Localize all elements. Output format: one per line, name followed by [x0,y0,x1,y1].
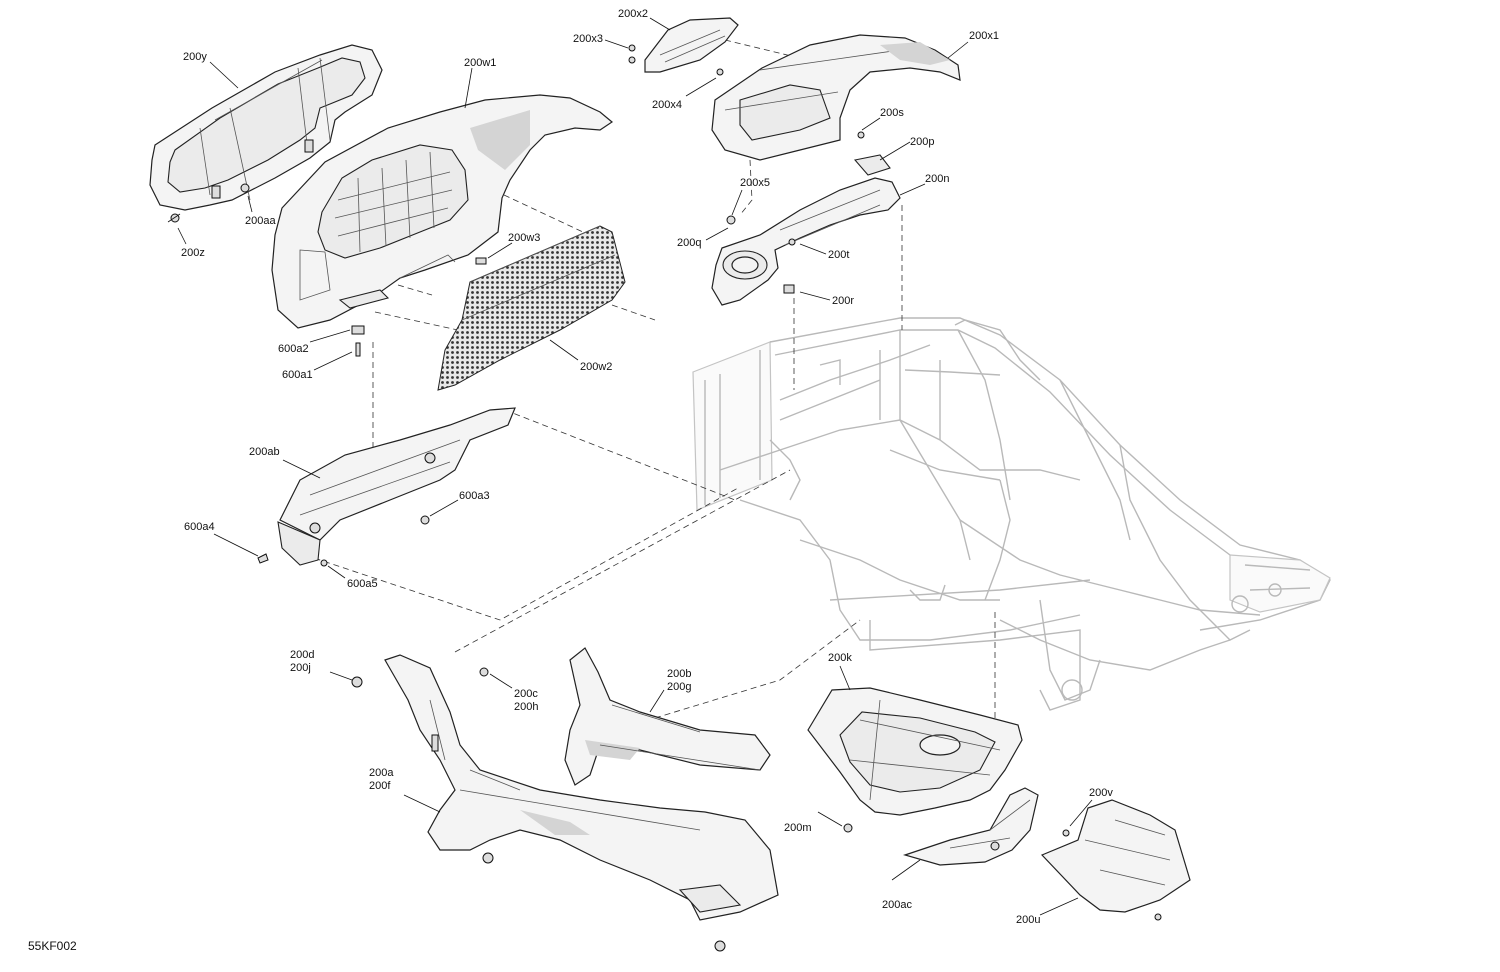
part-200x2-light-bar [628,17,739,73]
callout-labels: 200y 200aa 200z 200w1 200w3 200w2 600a2 … [181,8,1113,926]
part-200ab-skid-plate [277,407,516,566]
part-200u-rear-plate [1040,799,1191,921]
vehicle-frame [692,317,1331,711]
part-200n-steering-support [711,131,901,306]
callout-200q: 200q [677,237,701,249]
callout-200w2: 200w2 [580,361,612,373]
callout-600a2: 600a2 [278,343,309,355]
callout-200v: 200v [1089,787,1113,799]
part-200b-center-console [564,647,771,786]
callout-200a-200f: 200a 200f [369,767,397,792]
callout-200x1: 200x1 [969,30,999,42]
part-200k-footwell-tray [807,687,1023,816]
callout-200s: 200s [880,107,904,119]
callout-200x2: 200x2 [618,8,648,20]
callout-600a1: 600a1 [282,369,313,381]
fastener-hardware [167,68,853,833]
callout-leader-lines [177,17,1093,916]
callout-600a5: 600a5 [347,578,378,590]
callout-200n: 200n [925,173,949,185]
callout-200w3: 200w3 [508,232,540,244]
callout-200u: 200u [1016,914,1040,926]
figure-code: 55KF002 [28,939,77,953]
callout-600a3: 600a3 [459,490,490,502]
callout-200w1: 200w1 [464,57,496,69]
part-200y-bumper [149,44,383,211]
callout-200k: 200k [828,652,852,664]
callout-200t: 200t [828,249,849,261]
callout-200x5: 200x5 [740,177,770,189]
part-200x1-top-cowl [711,34,961,161]
callout-200d-200j: 200d 200j [290,649,318,674]
part-200ac-bracket [902,787,1039,866]
callout-200x4: 200x4 [652,99,682,111]
callout-200m: 200m [784,822,812,834]
callout-200aa: 200aa [245,215,276,227]
callout-200ac: 200ac [882,899,912,911]
part-200w1-fascia [271,94,614,329]
callout-600a4: 600a4 [184,521,215,533]
callout-200ab: 200ab [249,446,280,458]
callout-200y: 200y [183,51,207,63]
callout-200x3: 200x3 [573,33,603,45]
callout-200z: 200z [181,247,205,259]
callout-200p: 200p [910,136,934,148]
part-200w2-mesh-grille [437,225,626,391]
callout-200c-200h: 200c 200h [514,688,541,713]
callout-200r: 200r [832,295,854,307]
part-200a-side-panel [351,654,779,952]
callout-200b-200g: 200b 200g [667,668,695,693]
